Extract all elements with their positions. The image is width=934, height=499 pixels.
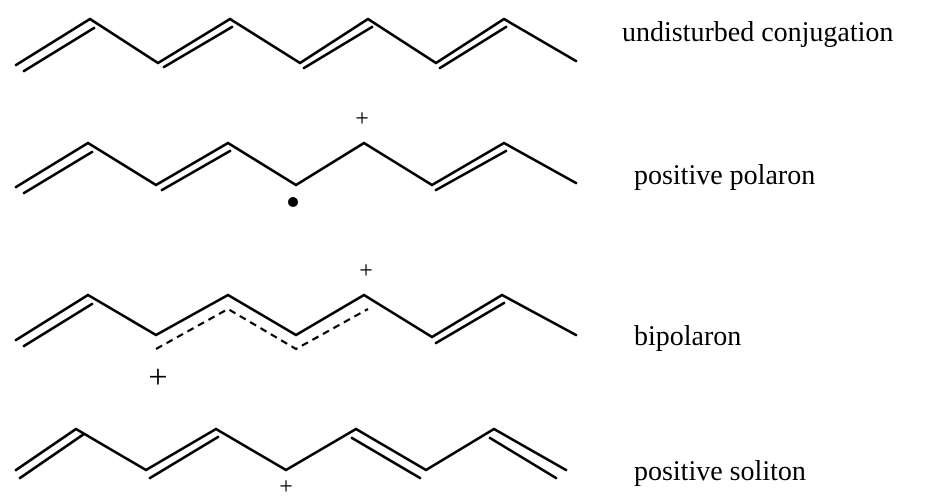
- chain-bipolaron: [14, 293, 578, 348]
- chain-positive-polaron: [14, 141, 578, 195]
- label-positive-polaron: positive polaron: [634, 160, 815, 191]
- double-bond-4: [438, 25, 508, 70]
- chain-backbone: [14, 17, 578, 67]
- chain-backbone: [14, 427, 568, 472]
- chain-backbone: [14, 293, 578, 342]
- double-bond-1: [22, 302, 94, 348]
- double-bond-1: [22, 150, 94, 195]
- double-bond-1: [22, 26, 96, 73]
- double-bond-2: [148, 435, 220, 480]
- double-bond-2: [160, 149, 232, 192]
- chain-backbone: [14, 141, 578, 189]
- radical-dot: [288, 197, 298, 207]
- bipolaron-plus-charge-bottom: +: [148, 359, 167, 396]
- row-undisturbed-conjugation: undisturbed conjugation: [14, 17, 893, 73]
- double-bond-2: [162, 25, 234, 69]
- chain-undisturbed: [14, 17, 578, 73]
- double-bond-3: [350, 436, 422, 480]
- chain-positive-soliton: [14, 427, 568, 480]
- soliton-plus-charge: +: [279, 474, 293, 499]
- double-bond-3: [434, 149, 508, 192]
- row-positive-soliton: + positive soliton: [14, 427, 806, 499]
- row-bipolaron: + + bipolaron: [14, 258, 741, 396]
- label-positive-soliton: positive soliton: [634, 456, 806, 487]
- delocalized-dashed-bond: [155, 307, 369, 351]
- double-bond-3: [302, 25, 374, 70]
- double-bond-2: [434, 301, 506, 345]
- double-bond-4: [488, 436, 558, 480]
- label-bipolaron: bipolaron: [634, 321, 741, 352]
- row-positive-polaron: + positive polaron: [14, 106, 815, 207]
- polaron-plus-charge: +: [355, 106, 369, 132]
- bipolaron-plus-charge-top: +: [359, 258, 373, 284]
- label-undisturbed-conjugation: undisturbed conjugation: [622, 17, 893, 48]
- double-bond-1: [18, 432, 86, 480]
